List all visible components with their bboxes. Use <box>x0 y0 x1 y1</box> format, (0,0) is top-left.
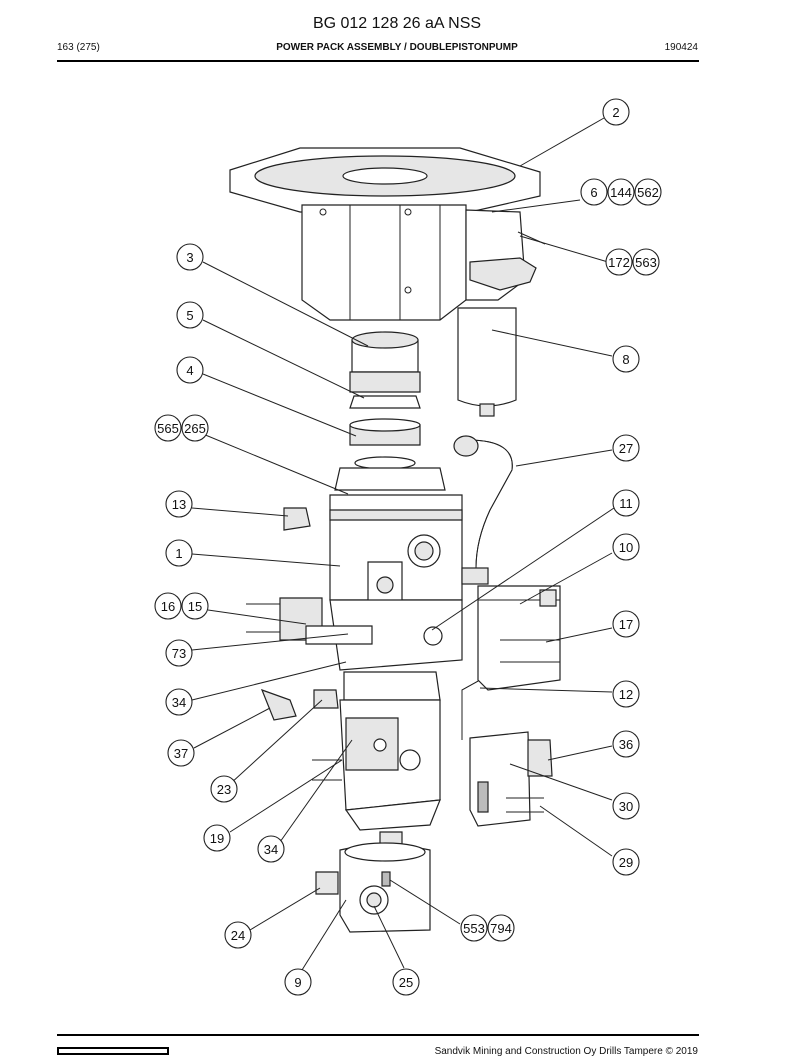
svg-text:17: 17 <box>619 617 633 632</box>
callout-563: 563 <box>632 248 660 276</box>
svg-text:563: 563 <box>635 255 657 270</box>
callout-17: 17 <box>612 610 640 638</box>
svg-text:6: 6 <box>590 185 597 200</box>
page-number: 163 (275) <box>57 42 100 53</box>
filter-cartridge <box>457 307 517 417</box>
valve-block-upper <box>477 585 561 691</box>
svg-text:4: 4 <box>186 363 193 378</box>
callout-5: 5 <box>176 301 204 329</box>
document-title: BG 012 128 26 aA NSS <box>312 15 482 32</box>
svg-text:25: 25 <box>399 975 413 990</box>
svg-text:30: 30 <box>619 799 633 814</box>
svg-text:2: 2 <box>612 105 619 120</box>
bell-housing <box>229 147 546 321</box>
callout-6: 6 <box>580 178 608 206</box>
callout-11: 11 <box>612 489 640 517</box>
gear-pump <box>339 831 431 933</box>
callout-144: 144 <box>607 178 635 206</box>
callout-25: 25 <box>392 968 420 996</box>
svg-text:5: 5 <box>186 308 193 323</box>
callout-565: 565 <box>154 414 182 442</box>
svg-text:9: 9 <box>294 975 301 990</box>
callout-19: 19 <box>203 824 231 852</box>
svg-text:11: 11 <box>619 496 633 511</box>
callout-34-upper: 34 <box>165 688 193 716</box>
callout-12: 12 <box>612 680 640 708</box>
svg-text:265: 265 <box>184 421 206 436</box>
callout-34-lower: 34 <box>257 835 285 863</box>
sandvik-logo <box>57 1047 169 1055</box>
svg-text:73: 73 <box>172 646 186 661</box>
callout-13: 13 <box>165 490 193 518</box>
svg-text:12: 12 <box>619 687 633 702</box>
svg-text:15: 15 <box>188 599 202 614</box>
callout-36: 36 <box>612 730 640 758</box>
callout-9: 9 <box>284 968 312 996</box>
svg-text:37: 37 <box>174 746 188 761</box>
callout-172: 172 <box>605 248 633 276</box>
callout-30: 30 <box>612 792 640 820</box>
callout-1: 1 <box>165 539 193 567</box>
leader-lines <box>191 117 615 971</box>
callout-23: 23 <box>210 775 238 803</box>
callout-553: 553 <box>460 914 488 942</box>
svg-text:13: 13 <box>172 497 186 512</box>
section-title: POWER PACK ASSEMBLY / DOUBLEPISTONPUMP <box>276 42 518 53</box>
svg-text:27: 27 <box>619 441 633 456</box>
svg-text:1: 1 <box>175 546 182 561</box>
svg-text:34: 34 <box>172 695 186 710</box>
valve-block-lower <box>469 731 553 827</box>
callout-2: 2 <box>602 98 630 126</box>
footer-rule <box>57 1034 699 1036</box>
svg-text:553: 553 <box>463 921 485 936</box>
svg-text:144: 144 <box>610 185 632 200</box>
fittings <box>260 507 339 895</box>
svg-text:24: 24 <box>231 928 245 943</box>
svg-text:36: 36 <box>619 737 633 752</box>
callout-27: 27 <box>612 434 640 462</box>
svg-text:19: 19 <box>210 831 224 846</box>
svg-text:562: 562 <box>637 185 659 200</box>
callout-4: 4 <box>176 356 204 384</box>
callout-15: 15 <box>181 592 209 620</box>
svg-text:29: 29 <box>619 855 633 870</box>
piston-pump-body <box>246 467 463 671</box>
footer-copyright: Sandvik Mining and Construction Oy Drill… <box>434 1046 698 1057</box>
callout-73: 73 <box>165 639 193 667</box>
callout-3: 3 <box>176 243 204 271</box>
svg-text:10: 10 <box>619 540 633 555</box>
callout-29: 29 <box>612 848 640 876</box>
callout-265: 265 <box>181 414 209 442</box>
callout-8: 8 <box>612 345 640 373</box>
svg-text:23: 23 <box>217 782 231 797</box>
svg-text:16: 16 <box>161 599 175 614</box>
svg-text:172: 172 <box>608 255 630 270</box>
svg-text:8: 8 <box>622 352 629 367</box>
callout-794: 794 <box>487 914 515 942</box>
header-rule <box>57 60 699 62</box>
revision-code: 190424 <box>664 42 698 53</box>
callout-10: 10 <box>612 533 640 561</box>
callout-bubbles: 2 6 144 562 172 563 3 5 8 4 565 265 27 1… <box>154 98 662 996</box>
callout-562: 562 <box>634 178 662 206</box>
callout-24: 24 <box>224 921 252 949</box>
callout-37: 37 <box>167 739 195 767</box>
svg-text:34: 34 <box>264 842 278 857</box>
hoses <box>453 435 513 740</box>
lower-pump-section <box>312 671 441 831</box>
svg-text:3: 3 <box>186 250 193 265</box>
svg-text:794: 794 <box>490 921 512 936</box>
coupling-stack <box>349 331 421 470</box>
svg-text:565: 565 <box>157 421 179 436</box>
callout-16: 16 <box>154 592 182 620</box>
